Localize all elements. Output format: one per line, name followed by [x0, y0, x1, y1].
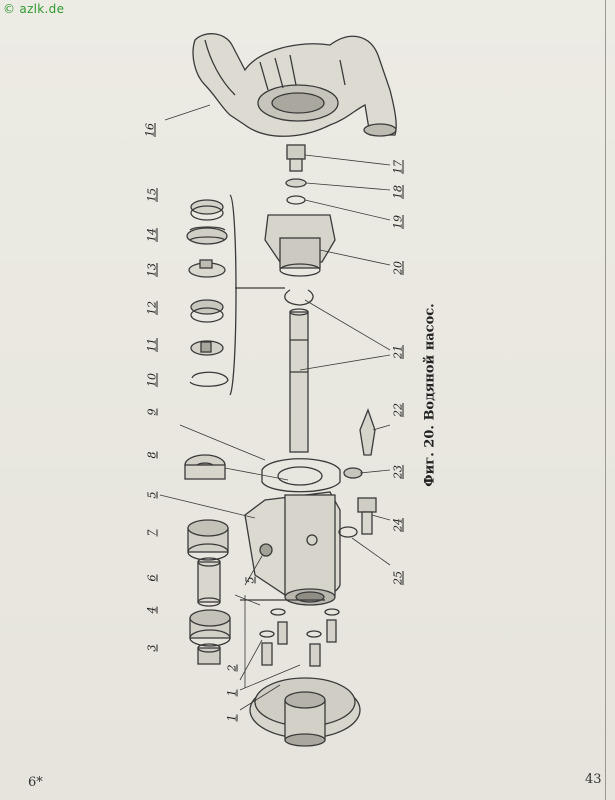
part-label-4: 3	[145, 644, 159, 652]
nut-4	[197, 643, 221, 665]
bolts-2-3	[259, 608, 340, 667]
seal-parts	[186, 194, 285, 396]
scan-edge	[605, 0, 606, 800]
part-label-17: 16	[143, 123, 157, 137]
part-label-24: 23	[391, 465, 405, 479]
part-label-25: 24	[391, 518, 405, 532]
bearing-5-bottom	[189, 609, 231, 647]
part-label-20: 19	[391, 215, 405, 229]
part-label-8: 5	[145, 491, 159, 499]
part-label-3: 2	[225, 664, 239, 672]
figure-caption: Фиг. 20. Водяной насос.	[422, 303, 438, 487]
part-label-16: 15	[145, 188, 159, 202]
spacer-7	[197, 557, 221, 607]
pump-body	[240, 491, 341, 606]
watermark: © azlk.de	[3, 2, 65, 16]
part-label-9: 8	[145, 451, 159, 459]
impeller	[264, 214, 336, 277]
bearing-9	[184, 454, 226, 480]
part-label-15: 14	[145, 228, 159, 242]
part-label-14: 13	[145, 263, 159, 277]
page-number-left: 6*	[28, 775, 43, 790]
part-label-7: 6	[145, 574, 159, 582]
snap-ring	[284, 289, 314, 306]
fasteners-right	[338, 408, 377, 538]
leader-lines	[159, 104, 391, 711]
part-label-6: 5	[243, 576, 257, 584]
part-label-23: 22	[391, 403, 405, 417]
bearing-5-top	[187, 519, 229, 561]
part-label-18: 17	[391, 160, 405, 174]
part-label-26: 25	[391, 571, 405, 585]
part-label-1: 1	[225, 714, 239, 722]
part-label-21: 20	[391, 261, 405, 275]
part-label-10: 9	[145, 408, 159, 416]
part-label-5a: 7	[145, 529, 159, 537]
part-label-13: 12	[145, 301, 159, 315]
pulley-hub	[249, 677, 361, 747]
bolt-18	[286, 144, 306, 172]
part-label-22: 21	[391, 345, 405, 359]
part-label-5b: 4	[145, 606, 159, 614]
part-label-12: 11	[145, 338, 159, 352]
shaft	[289, 308, 309, 453]
gasket-10	[261, 458, 341, 493]
part-label-2: 1	[225, 689, 239, 697]
part-label-19: 18	[391, 185, 405, 199]
part-label-11: 10	[145, 373, 159, 387]
pump-housing	[192, 33, 397, 137]
page-number-right: 43	[585, 772, 602, 787]
